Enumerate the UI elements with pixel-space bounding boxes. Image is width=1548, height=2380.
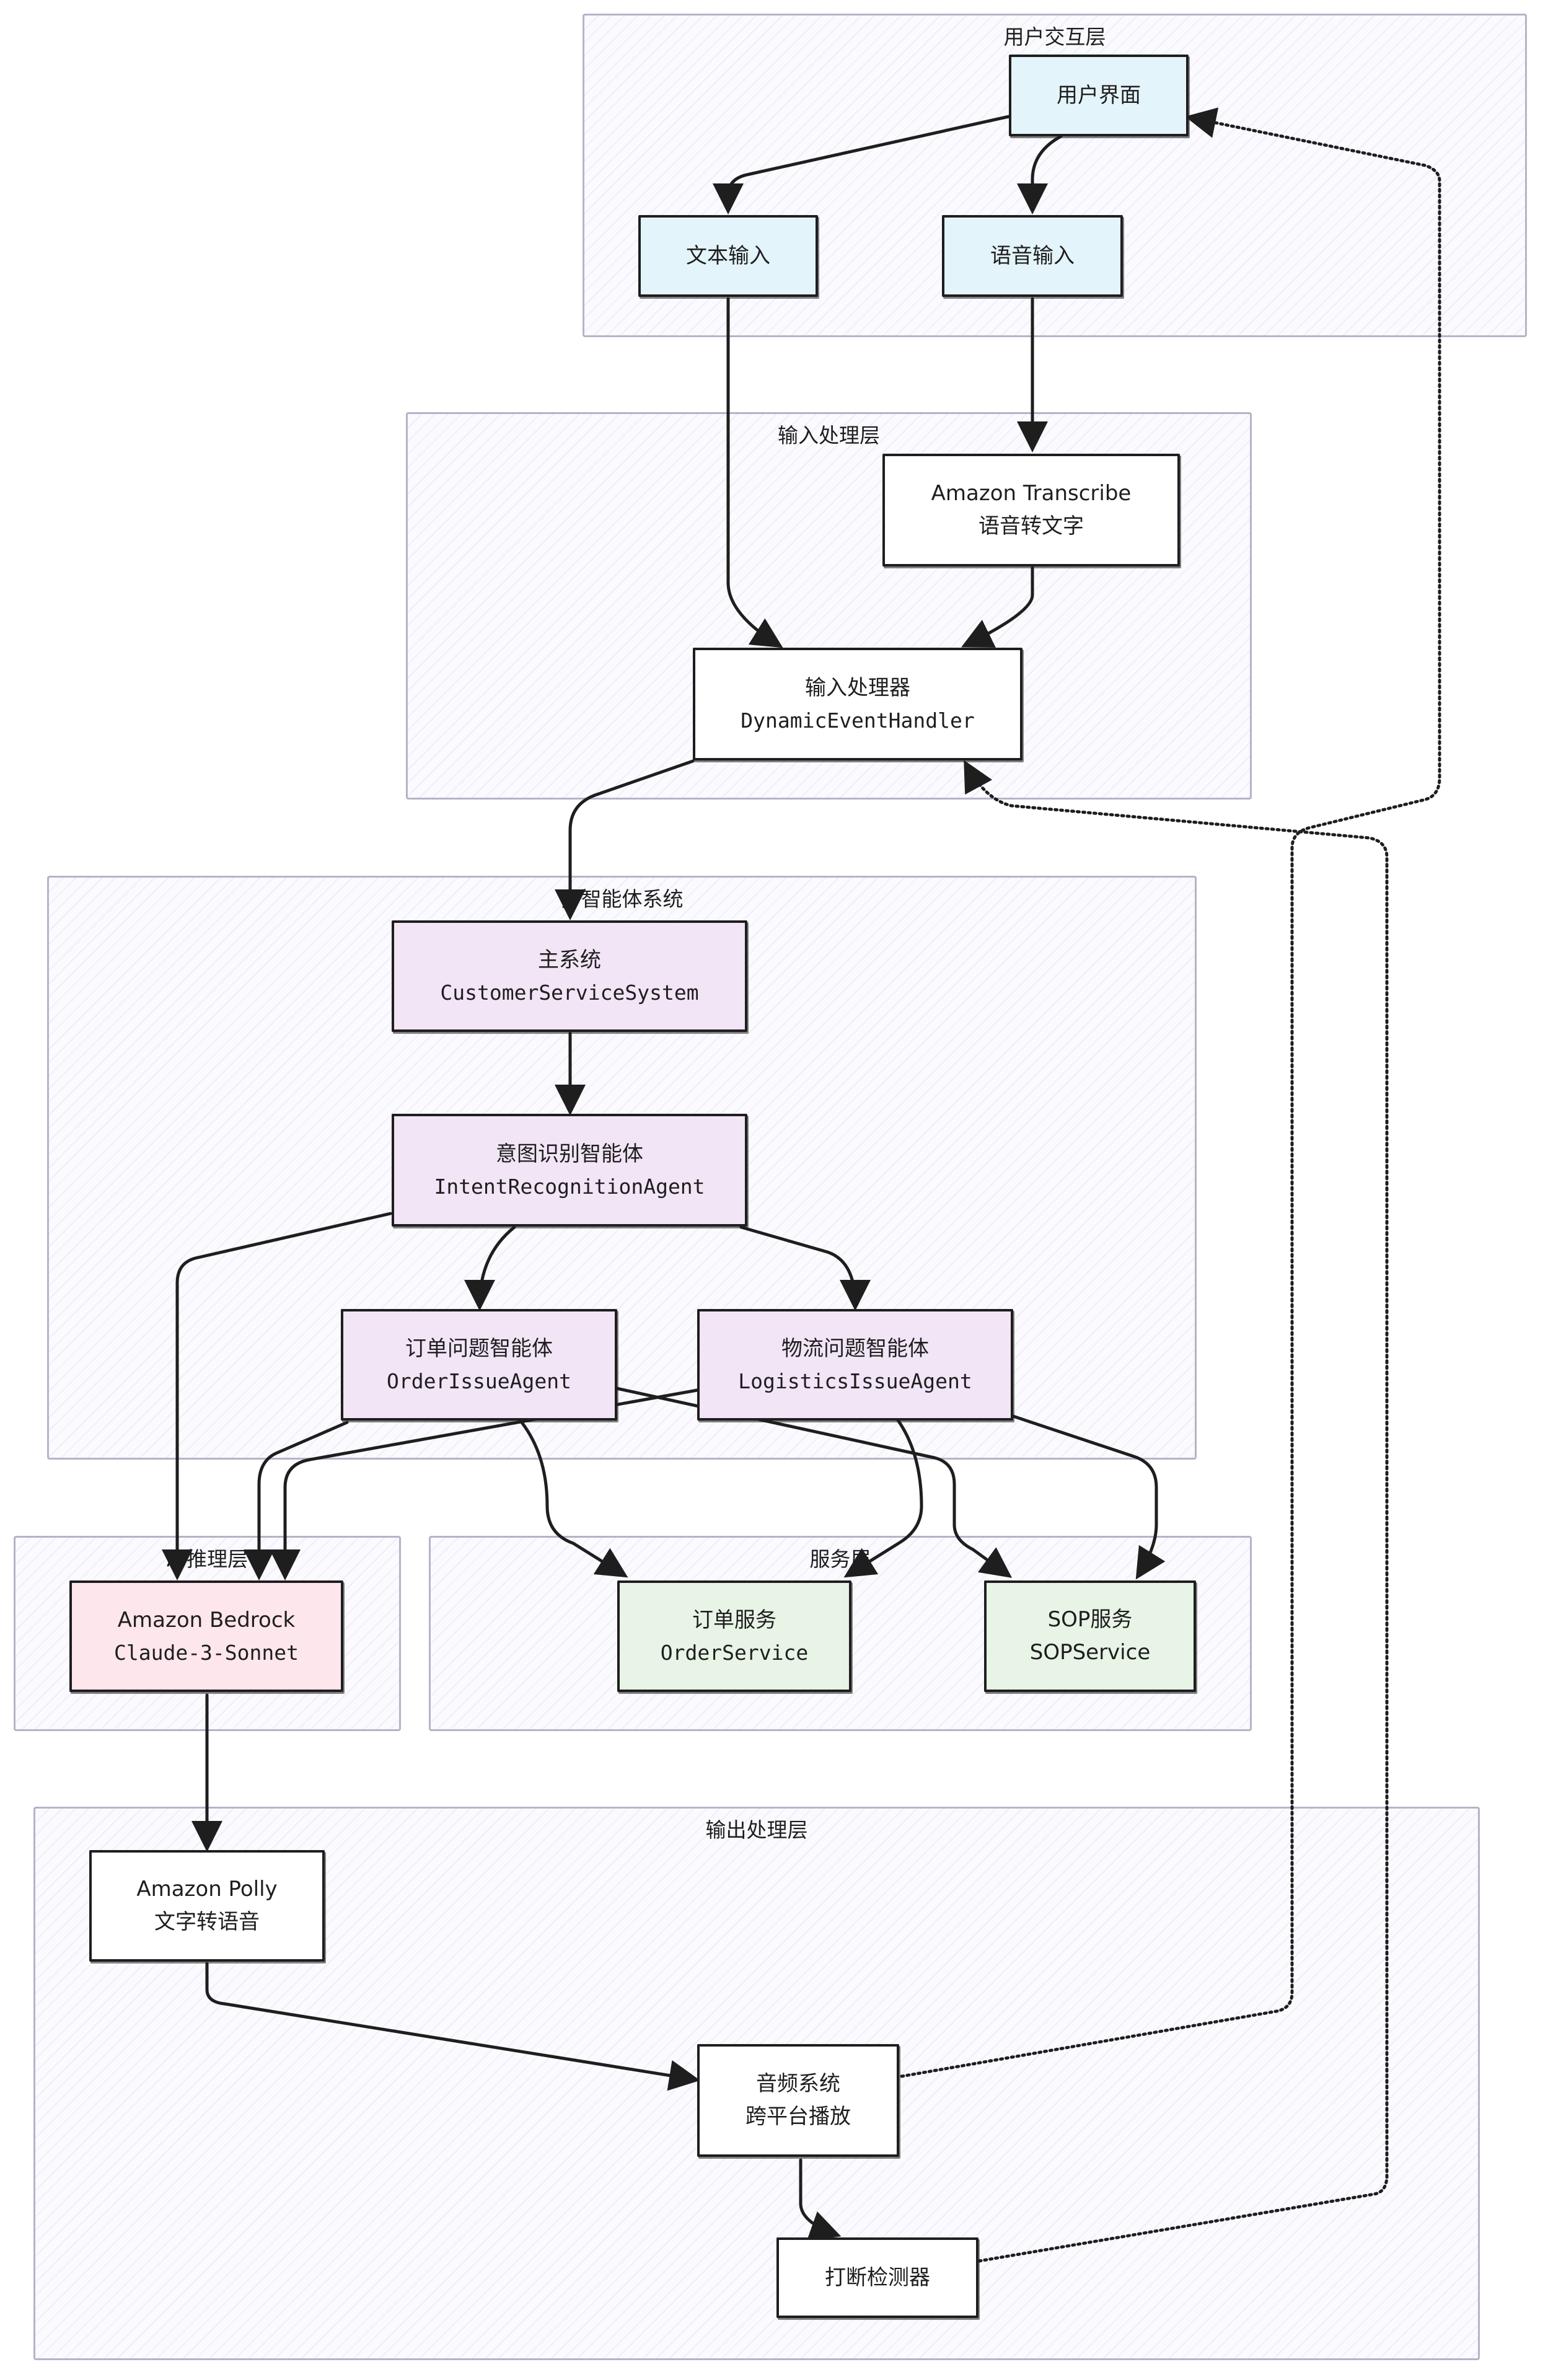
edge-order-agent-to-sop-service <box>615 1386 1013 1578</box>
edge-intent-to-bedrock <box>162 1212 392 1580</box>
node-amazon-transcribe[interactable]: Amazon Transcribe 语音转文字 <box>882 454 1180 566</box>
edge-logistics-agent-to-sop-service <box>1011 1414 1166 1580</box>
node-order-service[interactable]: 订单服务 OrderService <box>617 1580 851 1692</box>
node-logistics-agent-subtitle: LogisticsIssueAgent <box>738 1368 972 1393</box>
node-bedrock-subtitle: Claude-3-Sonnet <box>113 1640 299 1665</box>
edge-ui-to-voice-input <box>1017 134 1063 214</box>
node-intent-agent-title: 意图识别智能体 <box>496 1142 643 1167</box>
node-logistics-agent-title: 物流问题智能体 <box>781 1336 929 1362</box>
group-label-input-processing: 输入处理层 <box>778 423 880 447</box>
group-label-user-interaction: 用户交互层 <box>1003 25 1106 49</box>
node-amazon-polly[interactable]: Amazon Polly 文字转语音 <box>89 1850 325 1962</box>
node-logistics-issue-agent[interactable]: 物流问题智能体 LogisticsIssueAgent <box>697 1309 1013 1421</box>
node-sop-service-title: SOP服务 <box>1047 1607 1133 1633</box>
node-user-interface[interactable]: 用户界面 <box>1009 55 1189 136</box>
edge-text-to-handler <box>726 297 783 648</box>
node-input-handler[interactable]: 输入处理器 DynamicEventHandler <box>693 648 1022 760</box>
node-sop-service-subtitle: SOPService <box>1029 1640 1151 1665</box>
node-intent-agent-subtitle: IntentRecognitionAgent <box>434 1174 705 1199</box>
node-interrupt-title: 打断检测器 <box>825 2265 930 2290</box>
node-polly-title: Amazon Polly <box>136 1877 278 1902</box>
node-input-handler-subtitle: DynamicEventHandler <box>741 708 975 733</box>
node-intent-recognition-agent[interactable]: 意图识别智能体 IntentRecognitionAgent <box>392 1114 747 1227</box>
edge-polly-to-audio <box>205 1962 700 2091</box>
edge-handler-to-main <box>555 759 695 920</box>
node-audio-title: 音频系统 <box>756 2071 840 2097</box>
node-input-handler-title: 输入处理器 <box>805 676 910 701</box>
node-order-service-title: 订单服务 <box>692 1608 776 1633</box>
node-order-agent-subtitle: OrderIssueAgent <box>386 1368 571 1393</box>
node-amazon-bedrock[interactable]: Amazon Bedrock Claude-3-Sonnet <box>69 1580 343 1692</box>
node-voice-input-title: 语音输入 <box>990 243 1075 268</box>
edge-logistics-agent-to-order-service <box>843 1417 923 1578</box>
edge-logistics-agent-to-bedrock <box>270 1388 699 1580</box>
node-main-system[interactable]: 主系统 CustomerServiceSystem <box>392 920 747 1032</box>
group-label-output-processing: 输出处理层 <box>705 1818 808 1842</box>
node-audio-subtitle: 跨平台播放 <box>745 2104 851 2129</box>
node-main-system-title: 主系统 <box>538 948 601 973</box>
node-user-interface-title: 用户界面 <box>1057 82 1141 108</box>
edge-order-agent-to-order-service <box>517 1417 628 1578</box>
node-text-input[interactable]: 文本输入 <box>638 215 818 297</box>
node-bedrock-title: Amazon Bedrock <box>117 1608 296 1633</box>
node-polly-subtitle: 文字转语音 <box>154 1910 260 1934</box>
node-order-service-subtitle: OrderService <box>660 1640 809 1665</box>
node-audio-system[interactable]: 音频系统 跨平台播放 <box>697 2044 899 2157</box>
node-amazon-transcribe-subtitle: 语音转文字 <box>978 514 1084 539</box>
node-amazon-transcribe-title: Amazon Transcribe <box>931 481 1132 506</box>
edge-intent-to-order-agent <box>464 1225 516 1311</box>
edge-audio-to-interrupt <box>799 2158 842 2241</box>
node-voice-input[interactable]: 语音输入 <box>942 215 1123 297</box>
node-order-issue-agent[interactable]: 订单问题智能体 OrderIssueAgent <box>341 1309 617 1421</box>
node-main-system-subtitle: CustomerServiceSystem <box>440 980 699 1005</box>
node-interrupt-detector[interactable]: 打断检测器 <box>776 2237 978 2318</box>
edge-ui-to-text-input <box>713 115 1011 214</box>
node-text-input-title: 文本输入 <box>686 243 770 268</box>
node-order-agent-title: 订单问题智能体 <box>405 1336 553 1362</box>
edge-order-agent-to-bedrock <box>244 1421 349 1580</box>
node-sop-service[interactable]: SOP服务 SOPService <box>984 1580 1196 1692</box>
edge-transcribe-to-handler <box>961 566 1034 648</box>
edge-interrupt-to-handler-dotted <box>964 760 1389 2263</box>
edge-intent-to-logistics-agent <box>739 1225 871 1311</box>
edge-audio-to-ui-dotted <box>900 107 1441 2078</box>
